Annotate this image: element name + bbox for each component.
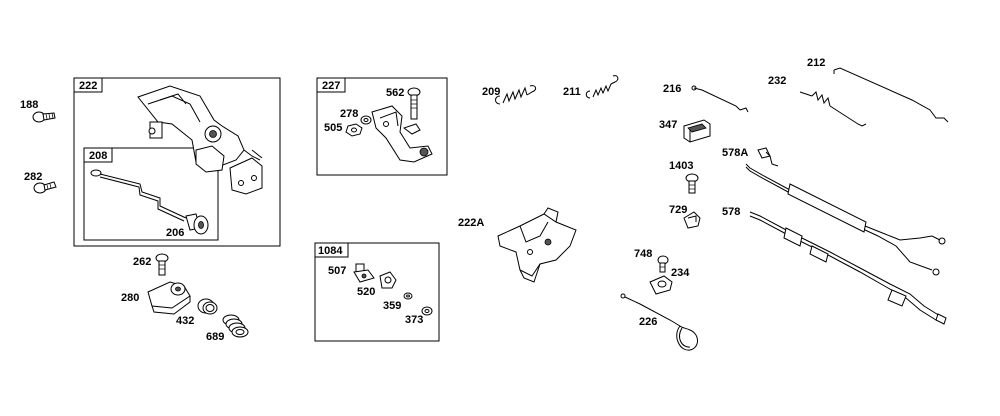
part-432-sleeve-icon [197,298,218,315]
group-227-title: 227 [322,80,340,92]
label-262: 262 [133,256,151,268]
part-278-washer-icon [360,115,372,125]
part-578-control-cable-icon [749,211,947,325]
label-1403: 1403 [669,160,693,172]
group-222: 222 [73,77,281,247]
part-208-link-rod-icon [90,169,187,222]
label-347: 347 [659,119,677,131]
part-280-clamp-bracket-icon [147,281,191,315]
group-1084-title: 1084 [318,245,343,257]
part-1403-bolt-icon [685,173,699,194]
label-211: 211 [563,86,581,98]
callout-labels: 188 282 206 262 280 432 689 562 278 505 … [20,57,825,343]
label-578: 578 [722,206,740,218]
part-216-choke-rod-icon [691,85,749,113]
part-359-washer-icon [403,292,413,300]
label-520: 520 [357,286,375,298]
label-188: 188 [20,99,38,111]
part-507-swivel-icon [353,263,375,283]
label-212: 212 [807,57,825,69]
label-278: 278 [340,108,358,120]
label-432: 432 [176,315,194,327]
part-211-spring-icon [585,75,619,99]
part-222A-bracket-icon [497,207,577,283]
label-206: 206 [166,227,184,239]
label-359: 359 [383,300,401,312]
part-748-screw-icon [657,255,669,273]
label-748: 748 [634,248,652,260]
part-562-bolt-icon [407,87,421,120]
group-227: 227 [316,77,448,176]
part-505-nut-icon [345,123,363,137]
label-689: 689 [206,331,224,343]
group-208: 208 [83,147,219,241]
label-282: 282 [24,171,42,183]
label-216: 216 [663,83,681,95]
group-208-title: 208 [89,150,107,162]
part-206-bushing-icon [185,213,209,235]
part-729-clip-icon [683,211,701,229]
part-282-bolt-icon [33,181,57,194]
part-227-throttle-lever-icon [371,105,433,163]
part-578A-wire-harness-icon [745,147,946,276]
label-234: 234 [671,267,690,279]
part-212-governor-rod-icon [833,67,949,123]
label-222A: 222A [458,217,484,229]
part-520-clip-icon [379,271,397,289]
part-188-bolt-icon [32,111,56,123]
part-232-spring-rod-icon [799,91,867,127]
group-1084: 1084 [314,242,440,342]
label-226: 226 [639,316,657,328]
label-505: 505 [324,122,342,134]
part-373-nut-icon [421,306,433,316]
part-222-control-bracket-icon [137,85,263,195]
part-234-cable-clamp-icon [649,275,673,295]
part-689-spring-icon [222,314,249,338]
part-262-bolt-icon [155,253,169,276]
label-280: 280 [121,292,139,304]
label-578A: 578A [722,147,748,159]
label-373: 373 [405,314,423,326]
label-507: 507 [328,265,346,277]
part-226-cable-tie-icon [620,293,698,351]
part-209-spring-icon [495,85,537,105]
label-209: 209 [482,86,500,98]
label-562: 562 [386,87,404,99]
part-347-switch-icon [683,119,711,143]
label-729: 729 [669,204,687,216]
label-232: 232 [768,75,786,87]
group-222-title: 222 [79,80,97,92]
